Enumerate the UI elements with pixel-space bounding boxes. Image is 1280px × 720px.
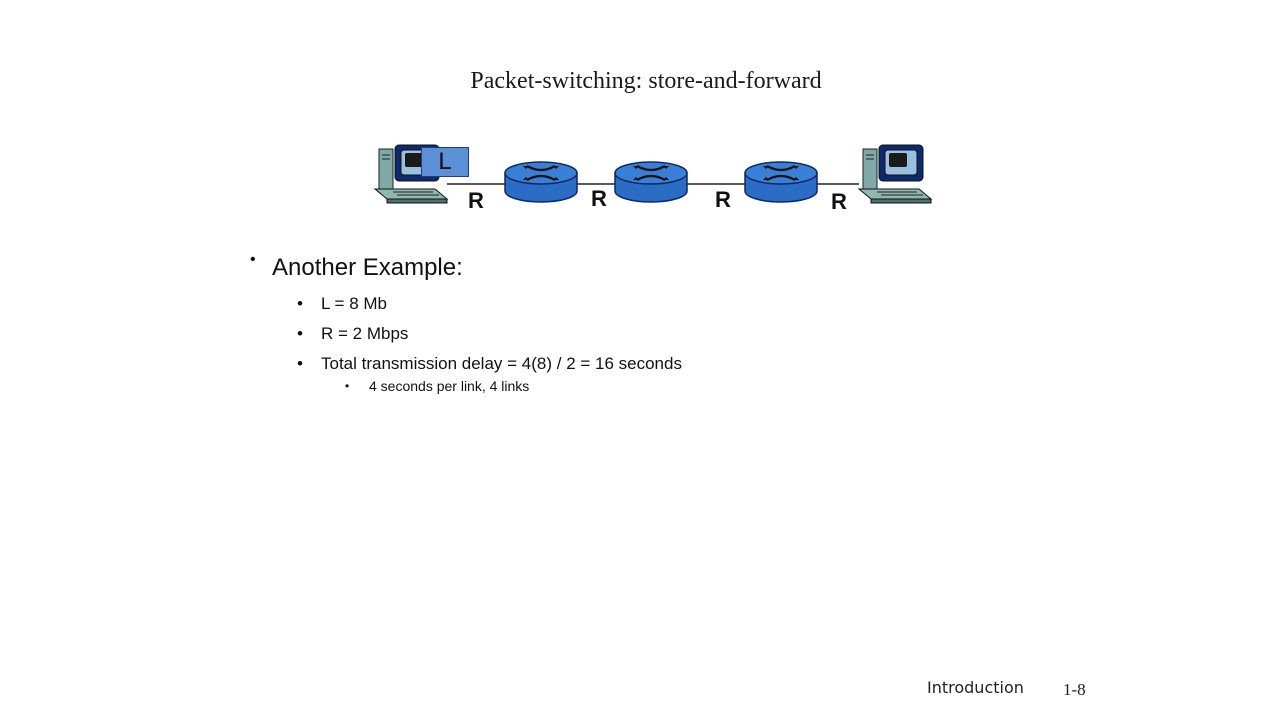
- footer-section-label: Introduction: [927, 678, 1024, 697]
- bullet-heading: Another Example:: [272, 254, 463, 281]
- bullet-list: Another Example: L = 8 Mb R = 2 Mbps Tot…: [250, 251, 682, 396]
- list-item: R = 2 Mbps: [297, 319, 682, 349]
- list-item: L = 8 Mb: [297, 289, 682, 319]
- sub-sub-bullet-list: 4 seconds per link, 4 links: [345, 376, 682, 396]
- list-item: Another Example: L = 8 Mb R = 2 Mbps Tot…: [250, 251, 682, 396]
- link-rate-label: R: [591, 186, 607, 211]
- packet-box: L: [421, 147, 469, 177]
- router-icon: [744, 161, 818, 203]
- list-item: Total transmission delay = 4(8) / 2 = 16…: [297, 349, 682, 396]
- sub-bullet-list: L = 8 Mb R = 2 Mbps Total transmission d…: [297, 289, 682, 396]
- list-item: 4 seconds per link, 4 links: [345, 376, 682, 396]
- router-icon: [504, 161, 578, 203]
- desktop-computer-icon: [857, 144, 933, 204]
- link-rate-label: R: [715, 187, 731, 212]
- router-icon: [614, 161, 688, 203]
- network-diagram: L R R R R: [365, 135, 935, 225]
- footer-page-number: 1-8: [1063, 680, 1086, 699]
- slide-title: Packet-switching: store-and-forward: [470, 68, 822, 94]
- link-rate-label: R: [831, 189, 847, 214]
- link-rate-label: R: [468, 188, 484, 213]
- list-item-text: Total transmission delay = 4(8) / 2 = 16…: [321, 354, 682, 373]
